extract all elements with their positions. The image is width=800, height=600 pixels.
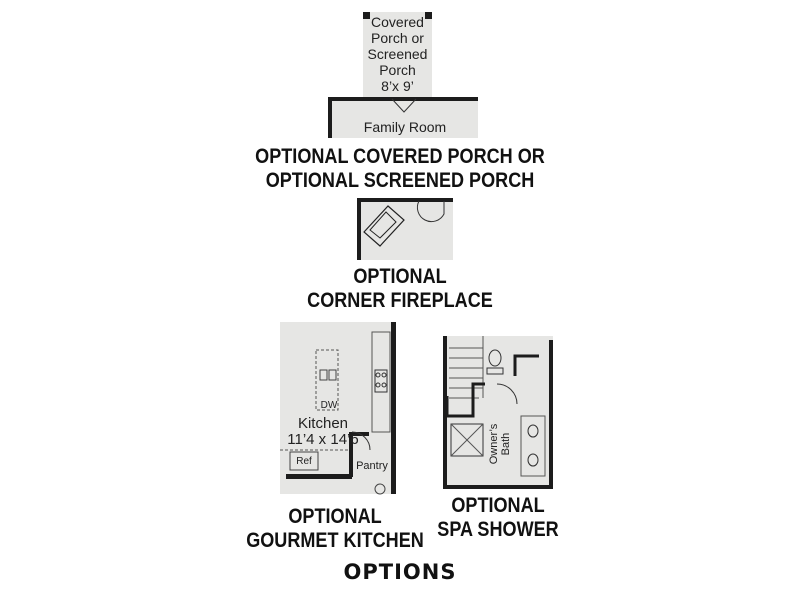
fireplace-door-swing (416, 200, 445, 223)
kitchen-right-wall (391, 322, 396, 494)
porch-floor (363, 12, 432, 98)
owners-bath-line-1: Owner’s (488, 423, 500, 465)
kitchen-room-size: 11’4 x 14’6 (287, 431, 359, 448)
shower-right-wall (549, 340, 553, 489)
kitchen-caption-line-1: OPTIONAL (288, 505, 382, 528)
porch-door-swing (391, 98, 417, 113)
fireplace-caption-line-2: CORNER FIREPLACE (307, 289, 493, 312)
shower-caption-line-2: SPA SHOWER (437, 518, 559, 541)
porch-post-right (425, 12, 432, 19)
family-room-top-wall (328, 97, 478, 101)
kitchen-fixtures (280, 331, 391, 495)
shower-fixtures (445, 336, 546, 477)
porch-label-line-5: 8’x 9’ (381, 78, 414, 94)
dw-label: DW (320, 400, 338, 411)
family-room-floor (328, 98, 478, 138)
porch-caption: OPTIONAL COVERED PORCH OR OPTIONAL SCREE… (56, 145, 744, 193)
kitchen-bottom-wall (286, 474, 352, 479)
kitchen-floor (280, 322, 394, 494)
kitchen-caption: OPTIONAL GOURMET KITCHEN (206, 505, 464, 553)
shower-bottom-wall (443, 485, 553, 489)
porch-label-line-2: Porch or (371, 30, 424, 46)
porch-caption-line-1: OPTIONAL COVERED PORCH OR (255, 145, 545, 168)
shower-floor (443, 336, 553, 489)
porch-label-line-4: Porch (379, 62, 416, 78)
family-room-left-wall (328, 97, 332, 138)
fireplace-caption: OPTIONAL CORNER FIREPLACE (56, 265, 744, 313)
porch-post-left (363, 12, 370, 19)
porch-label-line-1: Covered (371, 14, 424, 30)
pantry-label: Pantry (356, 460, 388, 472)
porch-room-label: Covered Porch or Screened Porch 8’x 9’ (363, 14, 432, 94)
shower-caption: OPTIONAL SPA SHOWER (369, 494, 627, 542)
pantry-top-wall (349, 432, 369, 436)
corner-fireplace-icon (363, 205, 405, 247)
shower-left-wall (443, 336, 447, 489)
porch-caption-line-2: OPTIONAL SCREENED PORCH (265, 169, 535, 192)
options-title: OPTIONS (343, 560, 457, 584)
kitchen-room-name: Kitchen (297, 415, 349, 432)
owners-bath-label: Owner’s Bath (488, 414, 512, 474)
porch-label-line-3: Screened (367, 46, 428, 62)
owners-bath-line-2: Bath (500, 432, 512, 456)
kitchen-caption-line-2: GOURMET KITCHEN (246, 529, 424, 552)
pantry-left-wall (349, 432, 353, 477)
shower-caption-line-1: OPTIONAL (451, 494, 545, 517)
fireplace-top-wall (357, 198, 453, 202)
fireplace-left-wall (357, 198, 361, 260)
family-room-label: Family Room (363, 119, 447, 135)
ref-label: Ref (296, 456, 312, 467)
fireplace-caption-line-1: OPTIONAL (353, 265, 447, 288)
